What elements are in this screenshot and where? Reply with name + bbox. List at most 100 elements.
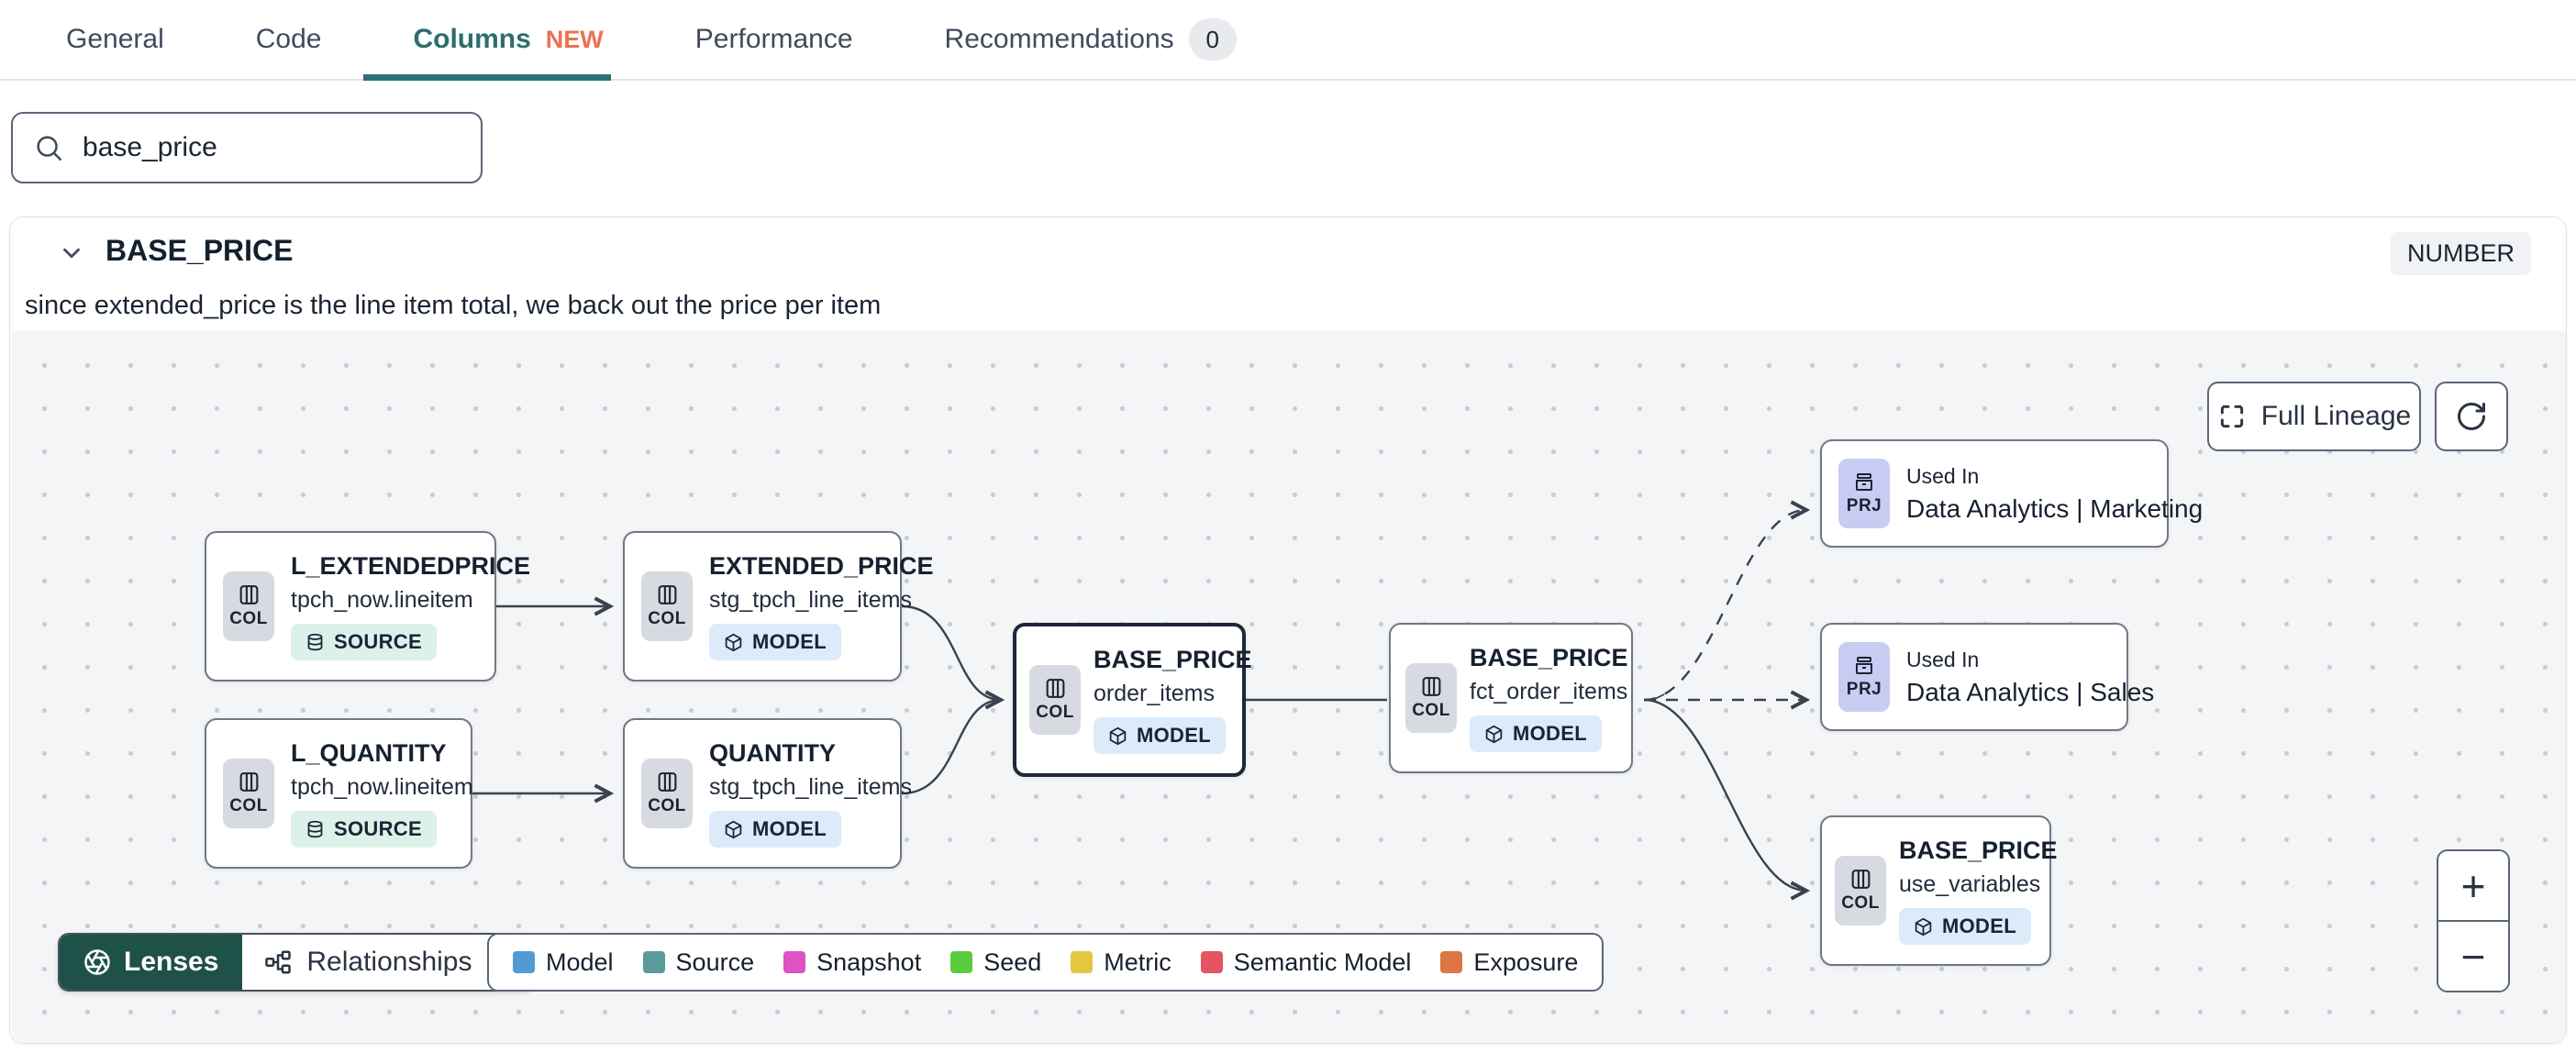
- tab-columns[interactable]: Columns NEW: [363, 0, 612, 81]
- lineage-node-base-price-fct-order-items[interactable]: COL BASE_PRICE fct_order_items MODEL: [1389, 623, 1633, 773]
- collapse-chevron-icon[interactable]: [58, 239, 85, 267]
- archive-icon: [1856, 472, 1872, 491]
- node-subtitle: tpch_now.lineitem: [291, 774, 473, 800]
- columns-icon: [239, 772, 258, 792]
- legend-item-source: Source: [642, 948, 754, 977]
- node-title: EXTENDED_PRICE: [709, 552, 934, 580]
- resource-tag-source: SOURCE: [291, 811, 437, 848]
- column-badge: COL: [1835, 856, 1886, 926]
- exposure-swatch: [1440, 951, 1463, 973]
- lineage-node-base-price-use-variables[interactable]: COL BASE_PRICE use_variables MODEL: [1820, 815, 2058, 966]
- lineage-node-used-in-marketing[interactable]: PRJ Used In Data Analytics | Marketing: [1820, 439, 2203, 548]
- search-icon: [37, 136, 62, 161]
- columns-icon: [1046, 679, 1064, 698]
- zoom-out-button[interactable]: −: [2438, 920, 2508, 991]
- columns-icon: [239, 585, 258, 604]
- lineage-node-l-extendedprice[interactable]: COL L_EXTENDEDPRICE tpch_now.lineitem SO…: [205, 531, 530, 682]
- node-title: BASE_PRICE: [1899, 837, 2058, 864]
- relationships-icon: [265, 950, 292, 974]
- lineage-node-l-quantity[interactable]: COL L_QUANTITY tpch_now.lineitem SOURCE: [205, 718, 473, 869]
- refresh-button[interactable]: [2435, 382, 2508, 451]
- legend-item-snapshot: Snapshot: [783, 948, 921, 977]
- new-badge: NEW: [545, 25, 604, 53]
- cube-icon: [725, 820, 742, 838]
- expand-icon: [2220, 405, 2243, 428]
- seed-swatch: [950, 951, 973, 973]
- cube-icon: [1915, 917, 1932, 936]
- project-name: Data Analytics | Marketing: [1906, 493, 2204, 523]
- tab-recommendations[interactable]: Recommendations 0: [945, 0, 1237, 79]
- columns-icon: [658, 585, 676, 604]
- aperture-icon: [84, 949, 110, 975]
- model-swatch: [513, 951, 535, 973]
- tab-code[interactable]: Code: [255, 24, 322, 54]
- columns-icon: [658, 772, 676, 792]
- refresh-icon: [2458, 403, 2485, 430]
- snapshot-swatch: [783, 951, 806, 973]
- node-subtitle: order_items: [1094, 681, 1215, 706]
- node-subtitle: fct_order_items: [1470, 679, 1628, 704]
- used-in-label: Used In: [1906, 647, 1980, 671]
- column-badge: COL: [641, 571, 693, 641]
- lenses-control: Lenses Relationships: [58, 933, 535, 992]
- column-badge: COL: [641, 759, 693, 828]
- resource-tag-model: MODEL: [1094, 717, 1226, 754]
- column-type-badge: NUMBER: [2390, 232, 2531, 275]
- resource-tag-source: SOURCE: [291, 624, 437, 660]
- lineage-node-used-in-sales[interactable]: PRJ Used In Data Analytics | Sales: [1820, 623, 2154, 731]
- lineage-canvas[interactable]: COL L_EXTENDEDPRICE tpch_now.lineitem SO…: [12, 331, 2566, 1043]
- columns-icon: [1422, 677, 1440, 696]
- database-icon: [307, 820, 323, 837]
- tab-general[interactable]: General: [66, 24, 164, 54]
- node-title: QUANTITY: [709, 739, 836, 767]
- column-badge: COL: [223, 571, 274, 641]
- column-search[interactable]: [11, 112, 483, 183]
- used-in-label: Used In: [1906, 463, 1980, 488]
- relationships-dropdown[interactable]: Relationships: [242, 935, 533, 990]
- lineage-node-extended-price[interactable]: COL EXTENDED_PRICE stg_tpch_line_items M…: [623, 531, 934, 682]
- resource-legend: Model Source Snapshot Seed Metric Semant…: [487, 933, 1604, 992]
- legend-item-semantic-model: Semantic Model: [1200, 948, 1411, 977]
- recommendations-count-badge: 0: [1188, 18, 1237, 61]
- project-name: Data Analytics | Sales: [1906, 677, 2155, 706]
- semantic-model-swatch: [1200, 951, 1223, 973]
- lineage-node-quantity[interactable]: COL QUANTITY stg_tpch_line_items MODEL: [623, 718, 912, 869]
- full-lineage-button[interactable]: Full Lineage: [2207, 382, 2421, 451]
- node-subtitle: tpch_now.lineitem: [291, 587, 473, 613]
- columns-icon: [1851, 870, 1870, 889]
- column-badge: COL: [223, 759, 274, 828]
- resource-tag-model: MODEL: [1899, 908, 2031, 945]
- resource-tag-model: MODEL: [709, 624, 841, 660]
- metric-swatch: [1071, 951, 1094, 973]
- node-title: BASE_PRICE: [1094, 646, 1252, 673]
- node-title: L_EXTENDEDPRICE: [291, 552, 531, 580]
- column-description: since extended_price is the line item to…: [25, 291, 882, 320]
- tab-performance[interactable]: Performance: [694, 24, 853, 54]
- node-subtitle: stg_tpch_line_items: [709, 774, 912, 800]
- lineage-edges: [472, 500, 1811, 901]
- lineage-node-base-price-order-items[interactable]: COL BASE_PRICE order_items MODEL: [1013, 623, 1252, 777]
- archive-icon: [1856, 656, 1872, 674]
- lenses-button[interactable]: Lenses: [60, 935, 243, 990]
- legend-item-model: Model: [513, 948, 614, 977]
- tab-bar: General Code Columns NEW Performance Rec…: [0, 0, 2576, 81]
- zoom-control: + −: [2437, 849, 2510, 992]
- column-badge: COL: [1405, 663, 1457, 733]
- node-title: BASE_PRICE: [1470, 644, 1628, 671]
- node-subtitle: use_variables: [1899, 871, 2041, 897]
- zoom-in-button[interactable]: +: [2438, 851, 2508, 920]
- legend-item-exposure: Exposure: [1440, 948, 1578, 977]
- legend-item-metric: Metric: [1071, 948, 1171, 977]
- column-badge: COL: [1029, 665, 1081, 735]
- project-badge: PRJ: [1838, 459, 1890, 528]
- database-icon: [307, 633, 323, 650]
- column-card: BASE_PRICE NUMBER since extended_price i…: [9, 216, 2567, 1044]
- resource-tag-model: MODEL: [709, 811, 841, 848]
- cube-icon: [1485, 725, 1503, 743]
- legend-item-seed: Seed: [950, 948, 1041, 977]
- column-name: BASE_PRICE: [105, 234, 294, 267]
- search-input[interactable]: [83, 132, 461, 163]
- source-swatch: [642, 951, 665, 973]
- node-subtitle: stg_tpch_line_items: [709, 587, 912, 613]
